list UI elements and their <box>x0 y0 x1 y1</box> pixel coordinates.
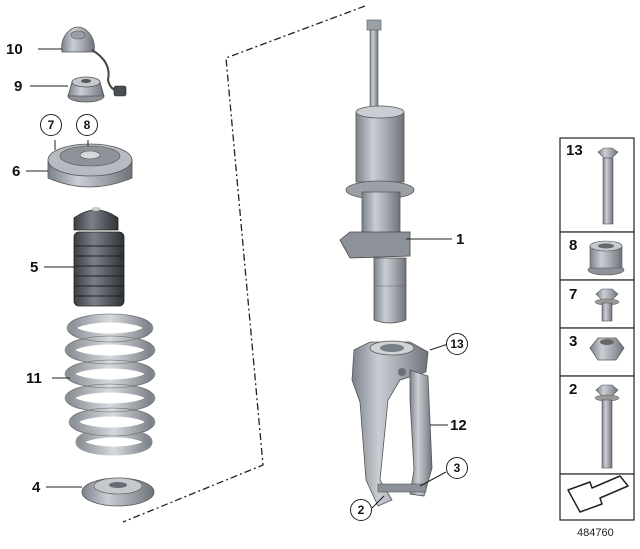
top-mount-part-6 <box>47 140 133 188</box>
sidebar-item-13-label: 13 <box>566 142 583 159</box>
sidebar-item-3-label: 3 <box>569 333 578 350</box>
callout-9: 9 <box>14 78 23 95</box>
callout-11: 11 <box>26 370 42 387</box>
callout-1: 1 <box>456 231 465 248</box>
callout-12: 12 <box>450 417 467 434</box>
sidebar-item-8-label: 8 <box>569 237 578 254</box>
callout-3: 3 <box>446 457 468 479</box>
sensor-part-10 <box>61 26 127 97</box>
fork-part-12 <box>351 340 433 507</box>
callout-2: 2 <box>350 499 372 521</box>
dust-boot-part-5 <box>73 207 125 307</box>
callout-7: 7 <box>40 114 62 136</box>
shock-absorber-part-1 <box>339 19 415 324</box>
spring-seat-part-4 <box>81 477 155 507</box>
arrow-down-left-icon[interactable] <box>567 475 629 513</box>
callout-10: 10 <box>6 41 23 58</box>
assembly-dashed-line <box>122 5 366 523</box>
callout-6: 6 <box>12 163 21 180</box>
callout-13: 13 <box>446 333 468 355</box>
sidebar-frame <box>559 137 635 521</box>
catalog-number: 484760 <box>577 527 614 539</box>
bearing-part-9 <box>67 76 105 103</box>
coil-spring-outline <box>64 313 156 437</box>
hex-bolt-long-icon <box>597 147 619 225</box>
callout-8: 8 <box>76 114 98 136</box>
callout-5: 5 <box>30 259 39 276</box>
hex-bolt-short-icon <box>594 288 620 322</box>
sidebar-item-7-label: 7 <box>569 286 578 303</box>
hex-nut-icon <box>589 337 625 361</box>
sidebar-item-2-label: 2 <box>569 381 578 398</box>
callout-4: 4 <box>32 479 41 496</box>
hex-bolt-long-icon <box>594 384 620 469</box>
hex-nut-flanged-icon <box>587 240 625 276</box>
coil-spring-part-11 <box>65 313 155 456</box>
